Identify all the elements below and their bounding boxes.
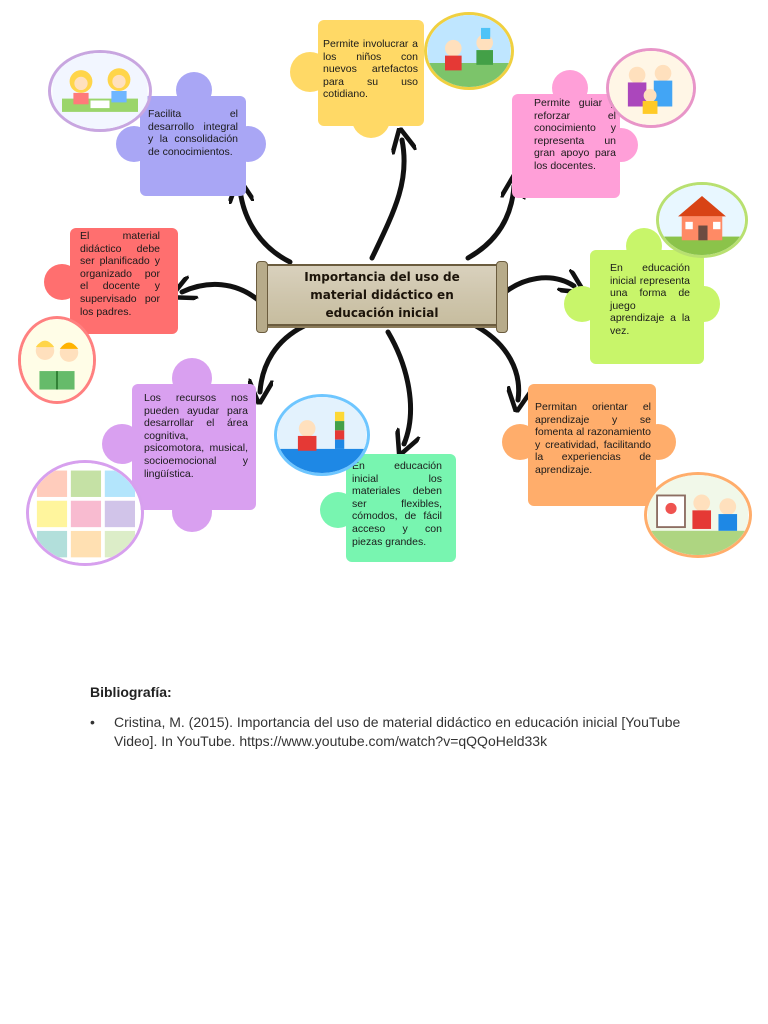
- puzzle-tab: [176, 72, 212, 108]
- children-reading-photo: [18, 316, 96, 404]
- arrow-to-bottom-left: [260, 323, 307, 392]
- puzzle-tab: [172, 492, 212, 532]
- puzzle-piece-top: [290, 20, 424, 138]
- puzzle-piece-bottom-right: [502, 384, 676, 506]
- bibliography-entry: • Cristina, M. (2015). Importancia del u…: [90, 713, 690, 751]
- house-photo: [656, 182, 748, 258]
- puzzle-body: [590, 250, 704, 364]
- arrow-to-bottom: [385, 329, 411, 444]
- puzzle-body: [132, 384, 256, 510]
- arrow-to-left: [182, 284, 261, 303]
- bibliography-entry-text: Cristina, M. (2015). Importancia del uso…: [114, 714, 681, 749]
- children-painting-photo: [644, 472, 752, 558]
- puzzle-piece-bottom: [320, 454, 456, 562]
- children-drawing-photo: [48, 50, 152, 132]
- arrow-to-top: [369, 140, 404, 261]
- puzzle-tab: [290, 52, 330, 92]
- arrow-to-top-left: [240, 190, 293, 265]
- puzzle-tab: [230, 126, 266, 162]
- bibliography-heading: Bibliografía:: [90, 684, 172, 700]
- puzzle-piece-bottom-left: [102, 358, 256, 532]
- puzzle-tab: [502, 424, 538, 460]
- center-title: Importancia del uso de material didáctic…: [304, 270, 460, 320]
- node-text-bottom-right: Permitan orientar el aprendizaje y se fo…: [535, 401, 651, 476]
- puzzle-tab: [552, 70, 588, 106]
- puzzle-piece-left: [44, 228, 178, 334]
- puzzle-tab: [688, 286, 720, 322]
- puzzle-tab: [102, 424, 142, 464]
- node-text-bottom: En educación inicial los materiales debe…: [352, 460, 442, 548]
- puzzle-piece-top-right: [512, 70, 638, 198]
- child-building-blocks-photo: [274, 394, 370, 476]
- arrow-to-right: [495, 278, 574, 301]
- node-text-top: Permite involucrar a los niños con nuevo…: [323, 38, 418, 101]
- node-text-left: El material didáctico debe ser planifica…: [80, 230, 160, 318]
- arrow-to-bottom-right: [473, 323, 519, 400]
- puzzle-tab: [640, 424, 676, 460]
- puzzle-tab: [320, 492, 356, 528]
- puzzle-tab: [44, 264, 80, 300]
- puzzle-body: [512, 94, 620, 198]
- puzzle-body: [528, 384, 656, 506]
- activities-grid-photo: [26, 460, 144, 566]
- arrows-layer: [0, 0, 768, 600]
- puzzle-body: [70, 228, 178, 334]
- family-photo: [606, 48, 696, 128]
- children-playing-photo: [424, 12, 514, 90]
- puzzle-body: [318, 20, 424, 126]
- puzzle-tab: [564, 286, 600, 322]
- puzzle-body: [346, 454, 456, 562]
- puzzle-tab: [626, 228, 662, 264]
- puzzle-body: [140, 96, 246, 196]
- node-text-bottom-left: Los recursos nos pueden ayudar para desa…: [144, 392, 248, 480]
- puzzle-tab: [604, 128, 638, 162]
- center-title-banner: Importancia del uso de material didáctic…: [256, 261, 508, 333]
- puzzle-tab: [172, 358, 212, 398]
- puzzle-tab: [116, 126, 152, 162]
- puzzle-piece-top-left: [116, 72, 266, 196]
- node-text-top-left: Facilita el desarrollo integral y la con…: [148, 108, 238, 158]
- puzzle-piece-right: [564, 228, 720, 364]
- node-text-right: En educación inicial representa una form…: [610, 262, 690, 337]
- arrow-to-top-right: [465, 186, 514, 261]
- bullet: •: [90, 714, 95, 730]
- node-text-top-right: Permite guiar y reforzar el conocimiento…: [534, 97, 616, 172]
